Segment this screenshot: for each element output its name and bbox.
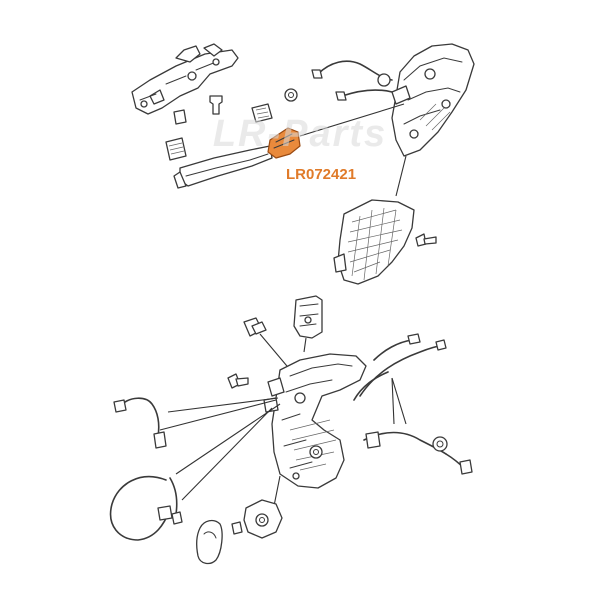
leader-line: [391, 377, 407, 425]
handle-carrier-bracket: [131, 43, 239, 115]
lower-assembly: [109, 295, 473, 565]
watermark: LR-Parts: [213, 113, 387, 155]
upper-assembly: [131, 43, 475, 285]
release-cable-loop: [109, 475, 183, 541]
latch-mounting-plate: [333, 199, 415, 285]
leader-line: [167, 397, 279, 413]
leader-line: [391, 377, 395, 425]
leader-line: [303, 337, 307, 353]
exterior-door-handle: [173, 145, 273, 189]
cover-cap: [196, 519, 223, 565]
release-cable-outer: [363, 431, 473, 475]
latch-cover-bracket: [293, 295, 323, 339]
handle-cap-highlighted[interactable]: [267, 127, 301, 159]
retaining-clip: [173, 103, 273, 125]
handle-gasket: [165, 137, 187, 161]
latch-screw: [227, 373, 249, 389]
sensor-clip: [243, 317, 267, 337]
part-number-label: LR072421: [286, 166, 356, 183]
door-latch-main: [263, 353, 367, 489]
leader-line: [159, 399, 277, 431]
leader-line: [259, 333, 293, 373]
leader-line: [395, 155, 407, 197]
release-cable-right: [353, 333, 447, 401]
striker-plate: [231, 499, 283, 539]
mounting-bolt: [415, 233, 437, 247]
release-cable-upper: [311, 60, 393, 101]
leader-line: [181, 407, 273, 501]
release-cable-left: [113, 397, 167, 449]
grommet: [284, 88, 298, 102]
highlighted-part-lr072421[interactable]: [267, 127, 301, 159]
screw: [209, 95, 223, 115]
upper-latch-assembly: [391, 43, 475, 157]
leader-line: [175, 403, 281, 475]
leader-line: [299, 103, 405, 137]
leader-line: [273, 475, 281, 507]
